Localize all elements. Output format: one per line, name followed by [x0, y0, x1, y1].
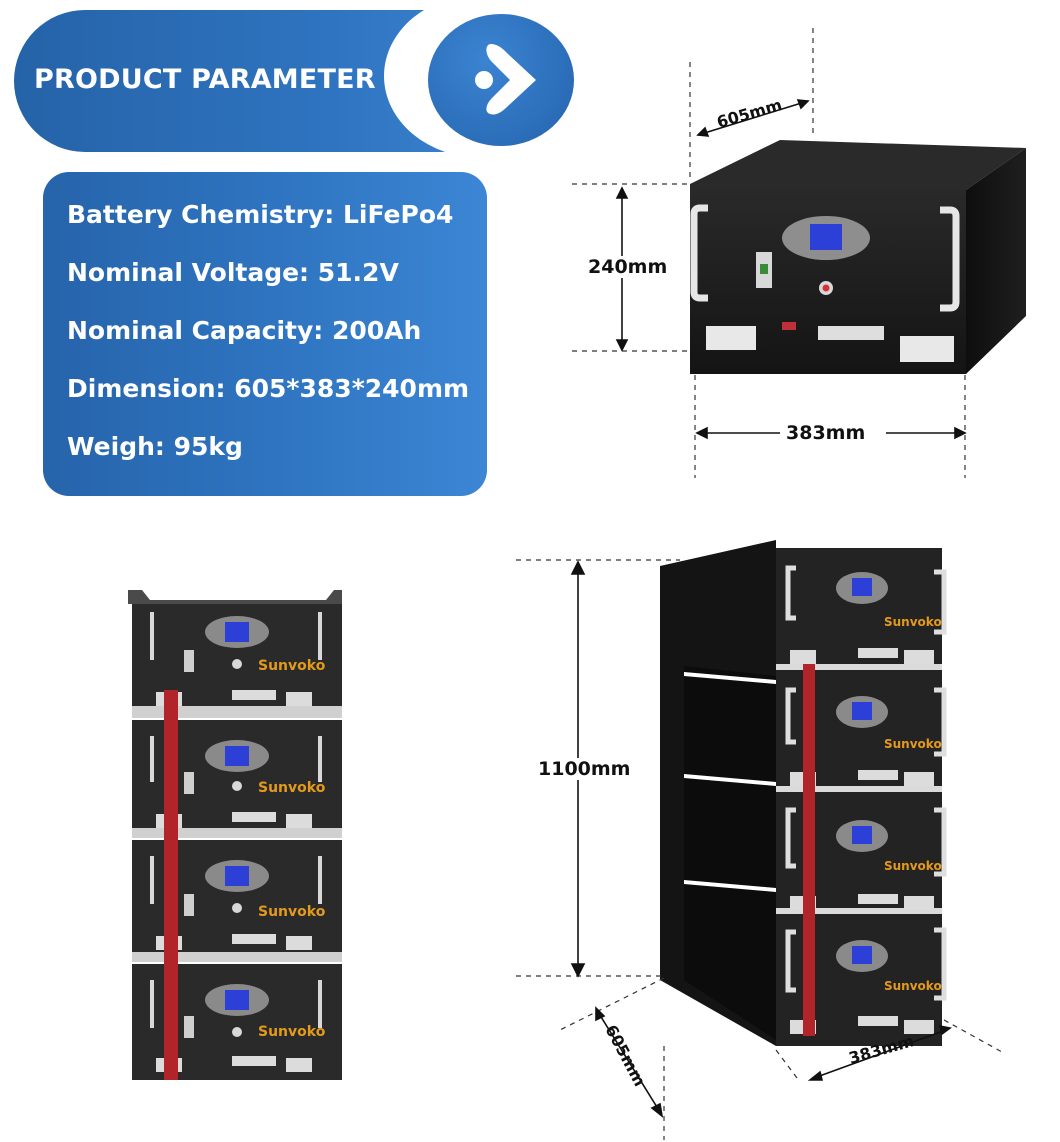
single-battery-unit — [572, 28, 1026, 478]
brand-label: Sunvoko — [258, 780, 326, 796]
brand-label: Sunvoko — [884, 737, 942, 751]
brand-label: Sunvoko — [884, 615, 942, 629]
brand-label: Sunvoko — [258, 904, 326, 920]
param-voltage: Nominal Voltage: 51.2V — [67, 258, 399, 287]
brand-label: Sunvoko — [258, 658, 326, 674]
single-height-label: 240mm — [588, 256, 668, 278]
param-capacity: Nominal Capacity: 200Ah — [67, 316, 422, 345]
parameter-card: Battery Chemistry: LiFePo4 Nominal Volta… — [43, 172, 487, 496]
stack-height-label: 1100mm — [538, 758, 631, 780]
perspective-stack: Sunvoko Sunvoko Sunvoko Sunvoko — [516, 540, 1003, 1140]
chevron-right-icon — [475, 44, 536, 115]
param-chemistry: Battery Chemistry: LiFePo4 — [67, 200, 454, 229]
single-width-label: 383mm — [786, 422, 866, 444]
param-weight: Weigh: 95kg — [67, 432, 243, 461]
brand-label: Sunvoko — [884, 979, 942, 993]
param-dimension: Dimension: 605*383*240mm — [67, 374, 470, 403]
header-arrow-button — [428, 14, 574, 146]
front-view-stack — [128, 590, 342, 1080]
brand-label: Sunvoko — [884, 859, 942, 873]
brand-label: Sunvoko — [258, 1024, 326, 1040]
page-title: PRODUCT PARAMETER — [34, 64, 376, 95]
